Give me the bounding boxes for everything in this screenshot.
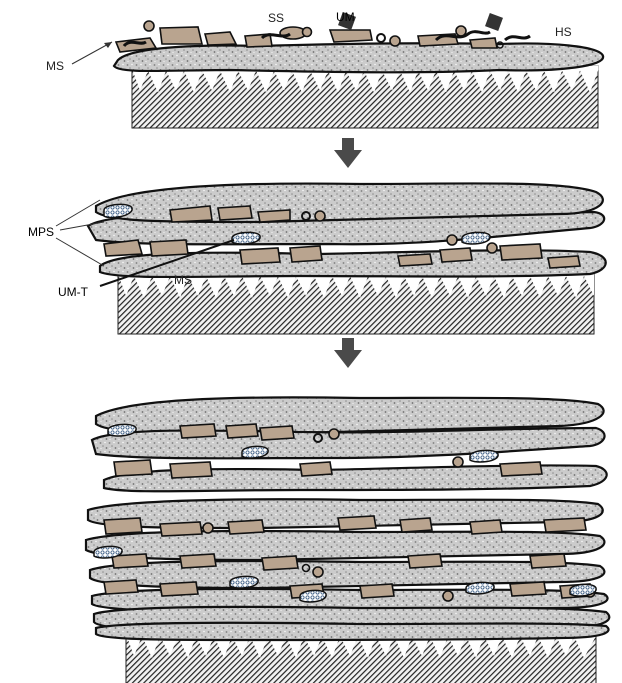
- stage-3: [86, 397, 609, 683]
- stage-arrow-1: [334, 138, 362, 168]
- label-um: UM: [336, 10, 355, 24]
- stage-2: MPS UM-T MS: [28, 183, 606, 334]
- molten-splat: [114, 43, 603, 72]
- molten-splat-3b: [92, 428, 605, 458]
- substrate: [132, 66, 598, 128]
- stage-arrow-2: [334, 338, 362, 368]
- label-ms-inner: MS: [174, 273, 192, 287]
- mps-pointer-1: [56, 200, 100, 226]
- mps-pointer-3: [56, 238, 104, 266]
- molten-splat-3i: [96, 623, 609, 640]
- label-hs: HS: [555, 25, 572, 39]
- stage-1: MS SS UM HS: [46, 10, 603, 128]
- label-ms: MS: [46, 59, 64, 73]
- ms-pointer-head: [104, 42, 112, 48]
- label-ss: SS: [268, 11, 284, 25]
- label-mps: MPS: [28, 225, 54, 239]
- label-umt: UM-T: [58, 285, 89, 299]
